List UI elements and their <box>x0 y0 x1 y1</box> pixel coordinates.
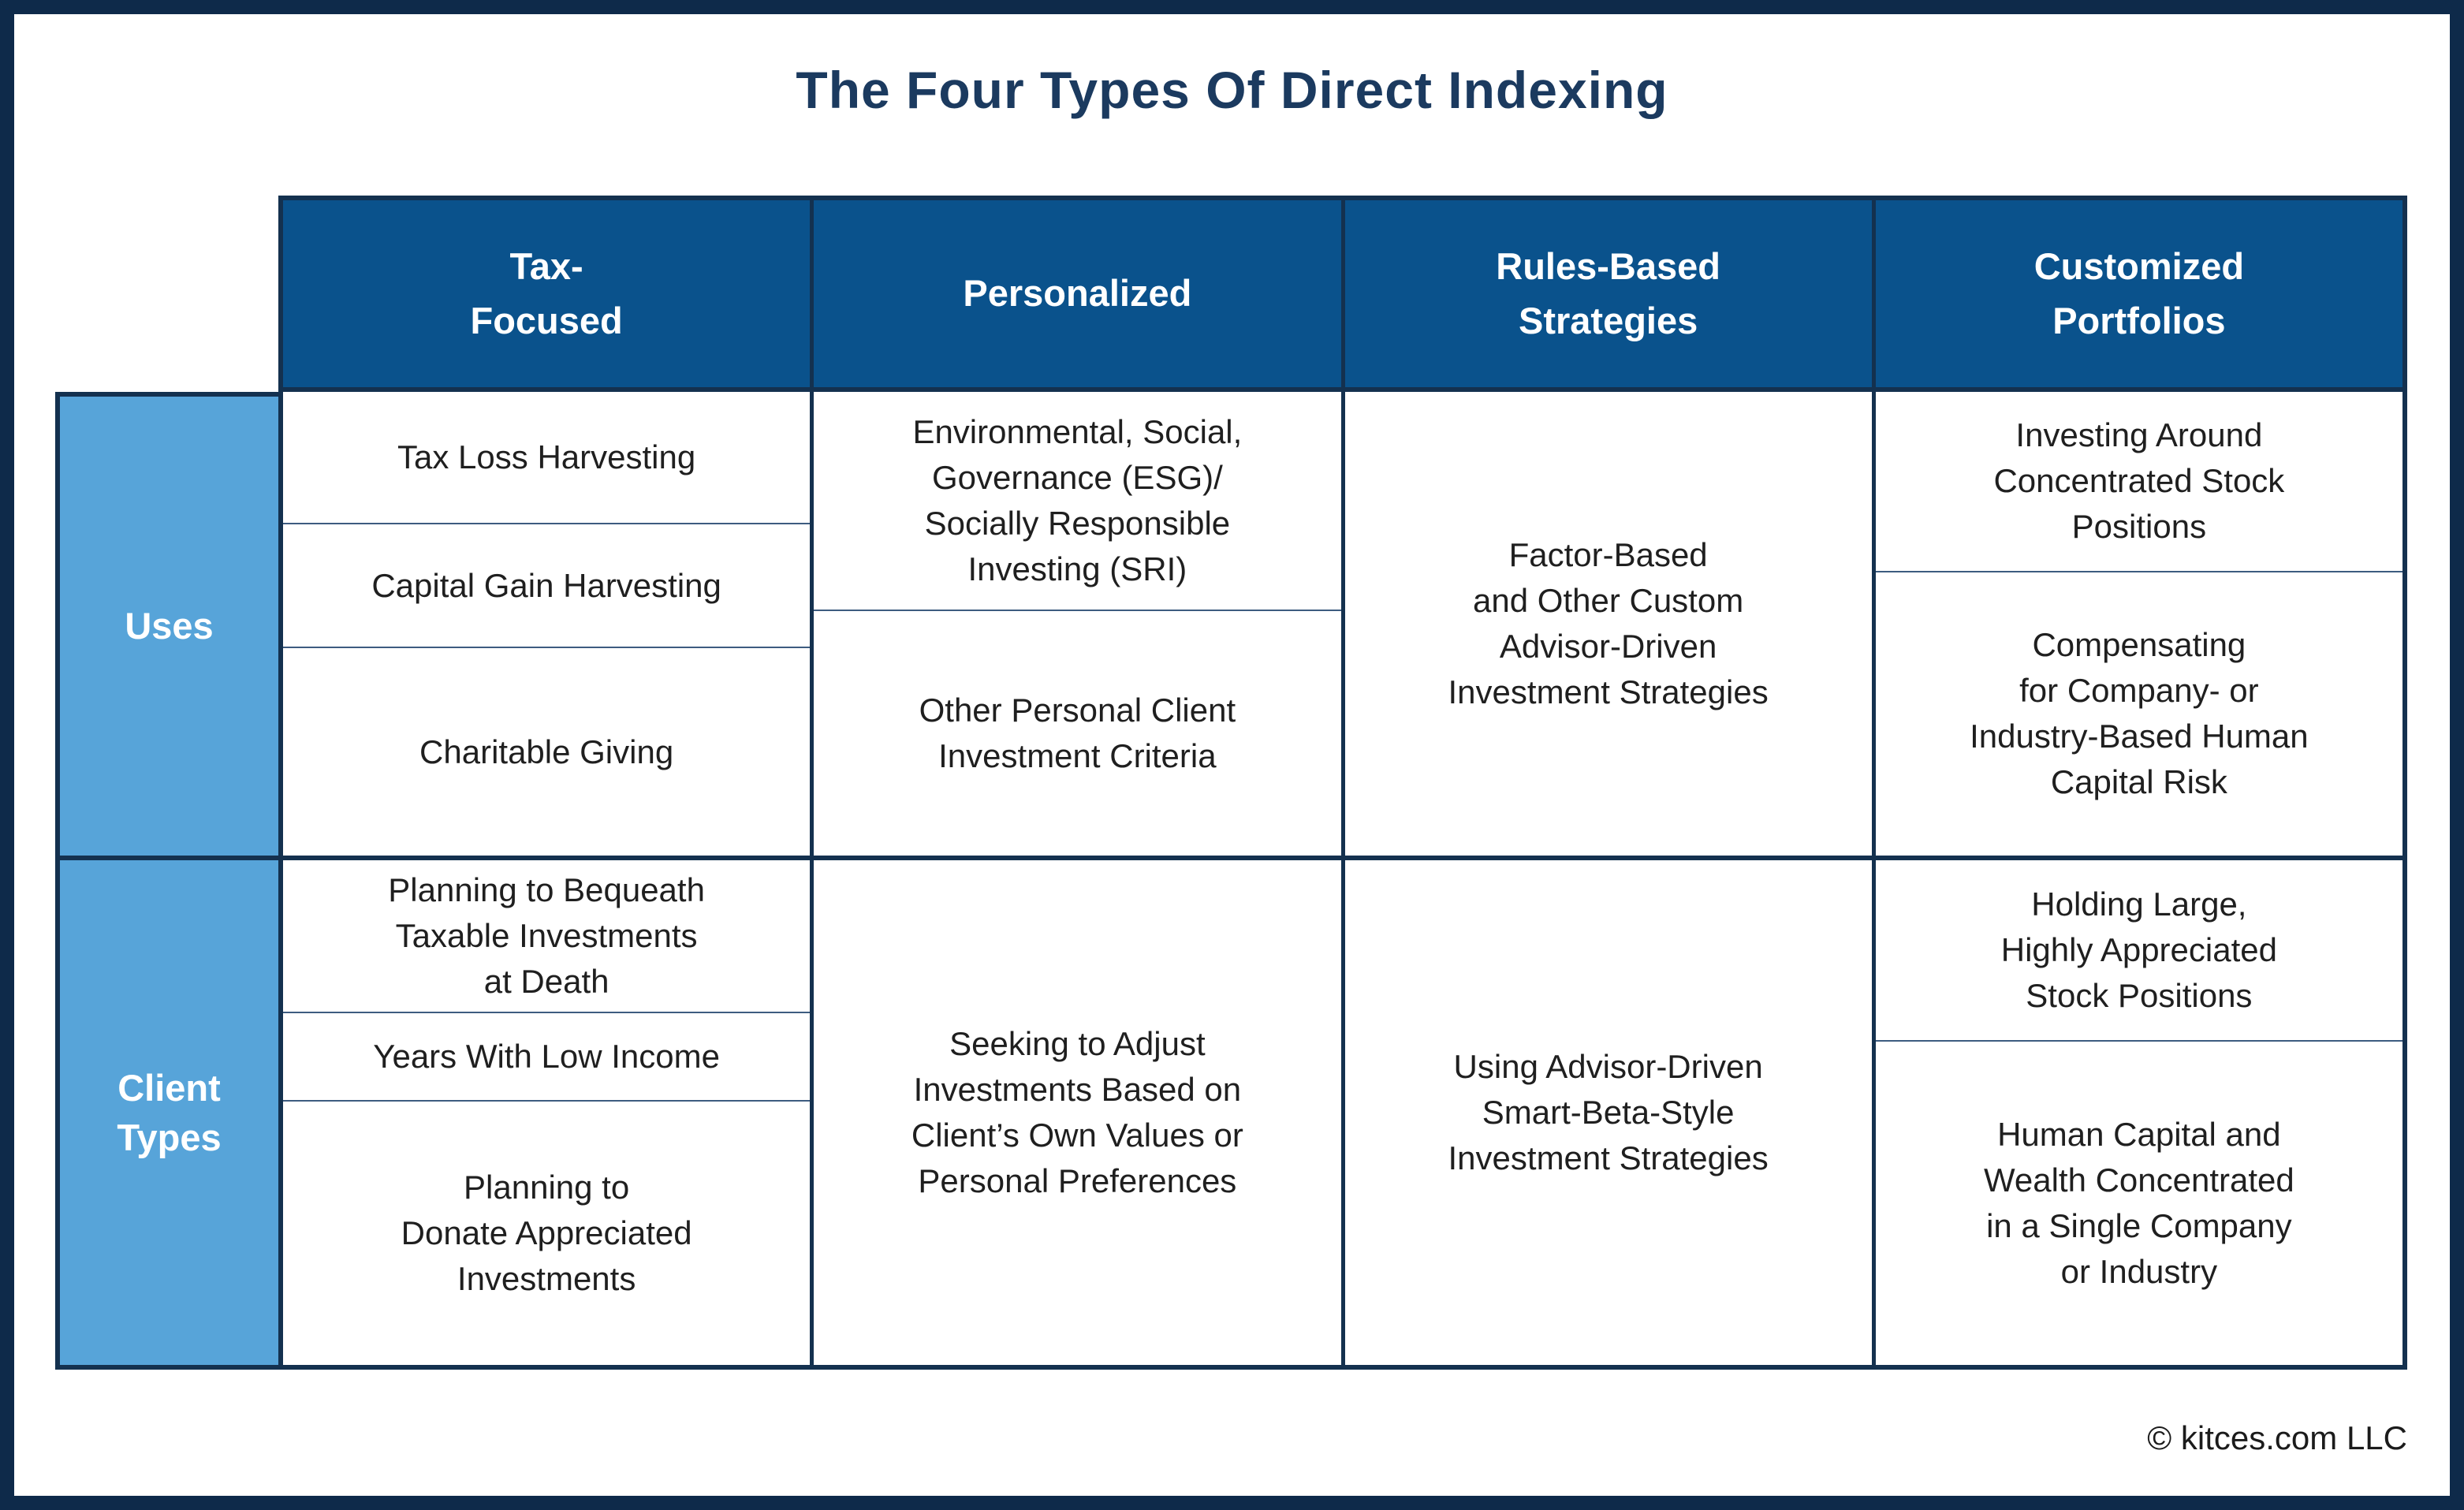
table-cell: Years With Low Income <box>283 1012 811 1100</box>
table-cell: Other Personal Client Investment Criteri… <box>814 610 1341 856</box>
direct-indexing-table: Uses Client Types Tax- Focused Personali… <box>55 196 2407 1370</box>
uses-personalized-cells: Environmental, Social, Governance (ESG)/… <box>814 392 1341 856</box>
table-cell: Charitable Giving <box>283 647 811 856</box>
corner-spacer <box>55 196 278 392</box>
table-cell: Seeking to Adjust Investments Based on C… <box>911 1025 1243 1199</box>
row-label-client-types: Client Types <box>55 856 278 1370</box>
column-header-personalized: Personalized <box>814 200 1341 387</box>
table-cell: Capital Gain Harvesting <box>283 523 811 647</box>
page-title: The Four Types Of Direct Indexing <box>796 61 1668 119</box>
row-group-client-types: Planning to Bequeath Taxable Investments… <box>283 860 2402 1365</box>
table-cell: Tax Loss Harvesting <box>397 438 696 476</box>
row-label-column: Uses Client Types <box>55 196 278 1370</box>
table-cell: Holding Large, Highly Appreciated Stock … <box>2000 885 2277 1015</box>
row-group-uses: Tax Loss Harvesting Capital Gain Harvest… <box>283 392 2402 856</box>
column-header-rules-based-strategies: Rules-Based Strategies <box>1344 200 1872 387</box>
column-header-tax-focused: Tax- Focused <box>283 200 811 387</box>
table-content: Tax- Focused Personalized Rules-Based St… <box>278 196 2407 1370</box>
row-label-uses: Uses <box>55 392 278 860</box>
table-cell: Investing Around Concentrated Stock Posi… <box>1993 416 2285 546</box>
client-types-rules-based-cells: Using Advisor-Driven Smart-Beta-Style In… <box>1344 860 1872 1365</box>
column-header-customized-portfolios: Customized Portfolios <box>1875 200 2402 387</box>
client-types-personalized-cells: Seeking to Adjust Investments Based on C… <box>814 860 1341 1365</box>
uses-rules-based-cells: Factor-Based and Other Custom Advisor-Dr… <box>1344 392 1872 856</box>
header-row: Tax- Focused Personalized Rules-Based St… <box>283 200 2402 387</box>
uses-customized-cells: Investing Around Concentrated Stock Posi… <box>1875 392 2402 856</box>
client-types-tax-focused-cells: Planning to Bequeath Taxable Investments… <box>283 860 811 1365</box>
table-cell: Planning to Donate Appreciated Investmen… <box>283 1100 811 1365</box>
table-cell: Factor-Based and Other Custom Advisor-Dr… <box>1448 536 1769 710</box>
table-cell: Planning to Bequeath Taxable Investments… <box>388 871 705 1001</box>
copyright: © kitces.com LLC <box>2147 1419 2407 1456</box>
uses-tax-focused-cells: Tax Loss Harvesting Capital Gain Harvest… <box>283 392 811 856</box>
table-cell: Human Capital and Wealth Concentrated in… <box>1875 1040 2402 1365</box>
client-types-customized-cells: Holding Large, Highly Appreciated Stock … <box>1875 860 2402 1365</box>
table-cell: Using Advisor-Driven Smart-Beta-Style In… <box>1448 1048 1769 1176</box>
table-cell: Compensating for Company- or Industry-Ba… <box>1875 570 2402 856</box>
table-cell: Environmental, Social, Governance (ESG)/… <box>912 413 1243 588</box>
